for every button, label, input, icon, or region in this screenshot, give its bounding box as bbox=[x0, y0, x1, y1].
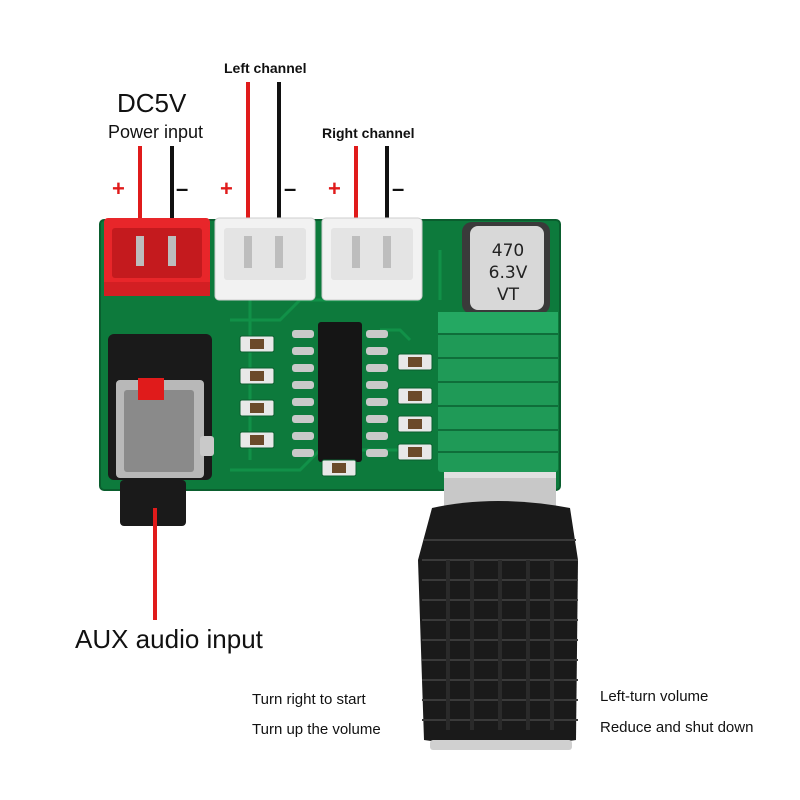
dc5v-label: DC5V bbox=[117, 88, 187, 118]
volume-knob bbox=[418, 501, 578, 750]
left-turn-label: Left-turn volume bbox=[600, 688, 709, 705]
aux-input-label: AUX audio input bbox=[75, 624, 263, 654]
power-plus-sign: + bbox=[112, 176, 125, 201]
right-channel-label: Right channel bbox=[322, 125, 415, 141]
left-channel-connector bbox=[214, 217, 316, 301]
left-minus-sign: – bbox=[284, 176, 297, 201]
potentiometer-body bbox=[438, 312, 558, 510]
power-input-label: Power input bbox=[108, 122, 204, 142]
power-minus-sign: – bbox=[176, 176, 189, 201]
capacitor: 470 6.3V VT bbox=[462, 222, 550, 314]
reduce-label: Reduce and shut down bbox=[600, 719, 754, 736]
right-channel-connector bbox=[321, 217, 423, 301]
amplifier-ic bbox=[292, 322, 388, 462]
turn-right-label: Turn right to start bbox=[252, 691, 366, 708]
capacitor-series: VT bbox=[497, 285, 520, 305]
capacitor-value: 470 bbox=[492, 241, 524, 261]
right-plus-sign: + bbox=[328, 176, 341, 201]
turn-up-label: Turn up the volume bbox=[252, 721, 381, 738]
left-channel-label: Left channel bbox=[224, 60, 307, 76]
capacitor-voltage: 6.3V bbox=[489, 263, 528, 283]
right-minus-sign: – bbox=[392, 176, 405, 201]
power-connector bbox=[104, 218, 210, 296]
smd-components bbox=[239, 335, 433, 477]
left-plus-sign: + bbox=[220, 176, 233, 201]
aux-jack bbox=[108, 334, 214, 526]
